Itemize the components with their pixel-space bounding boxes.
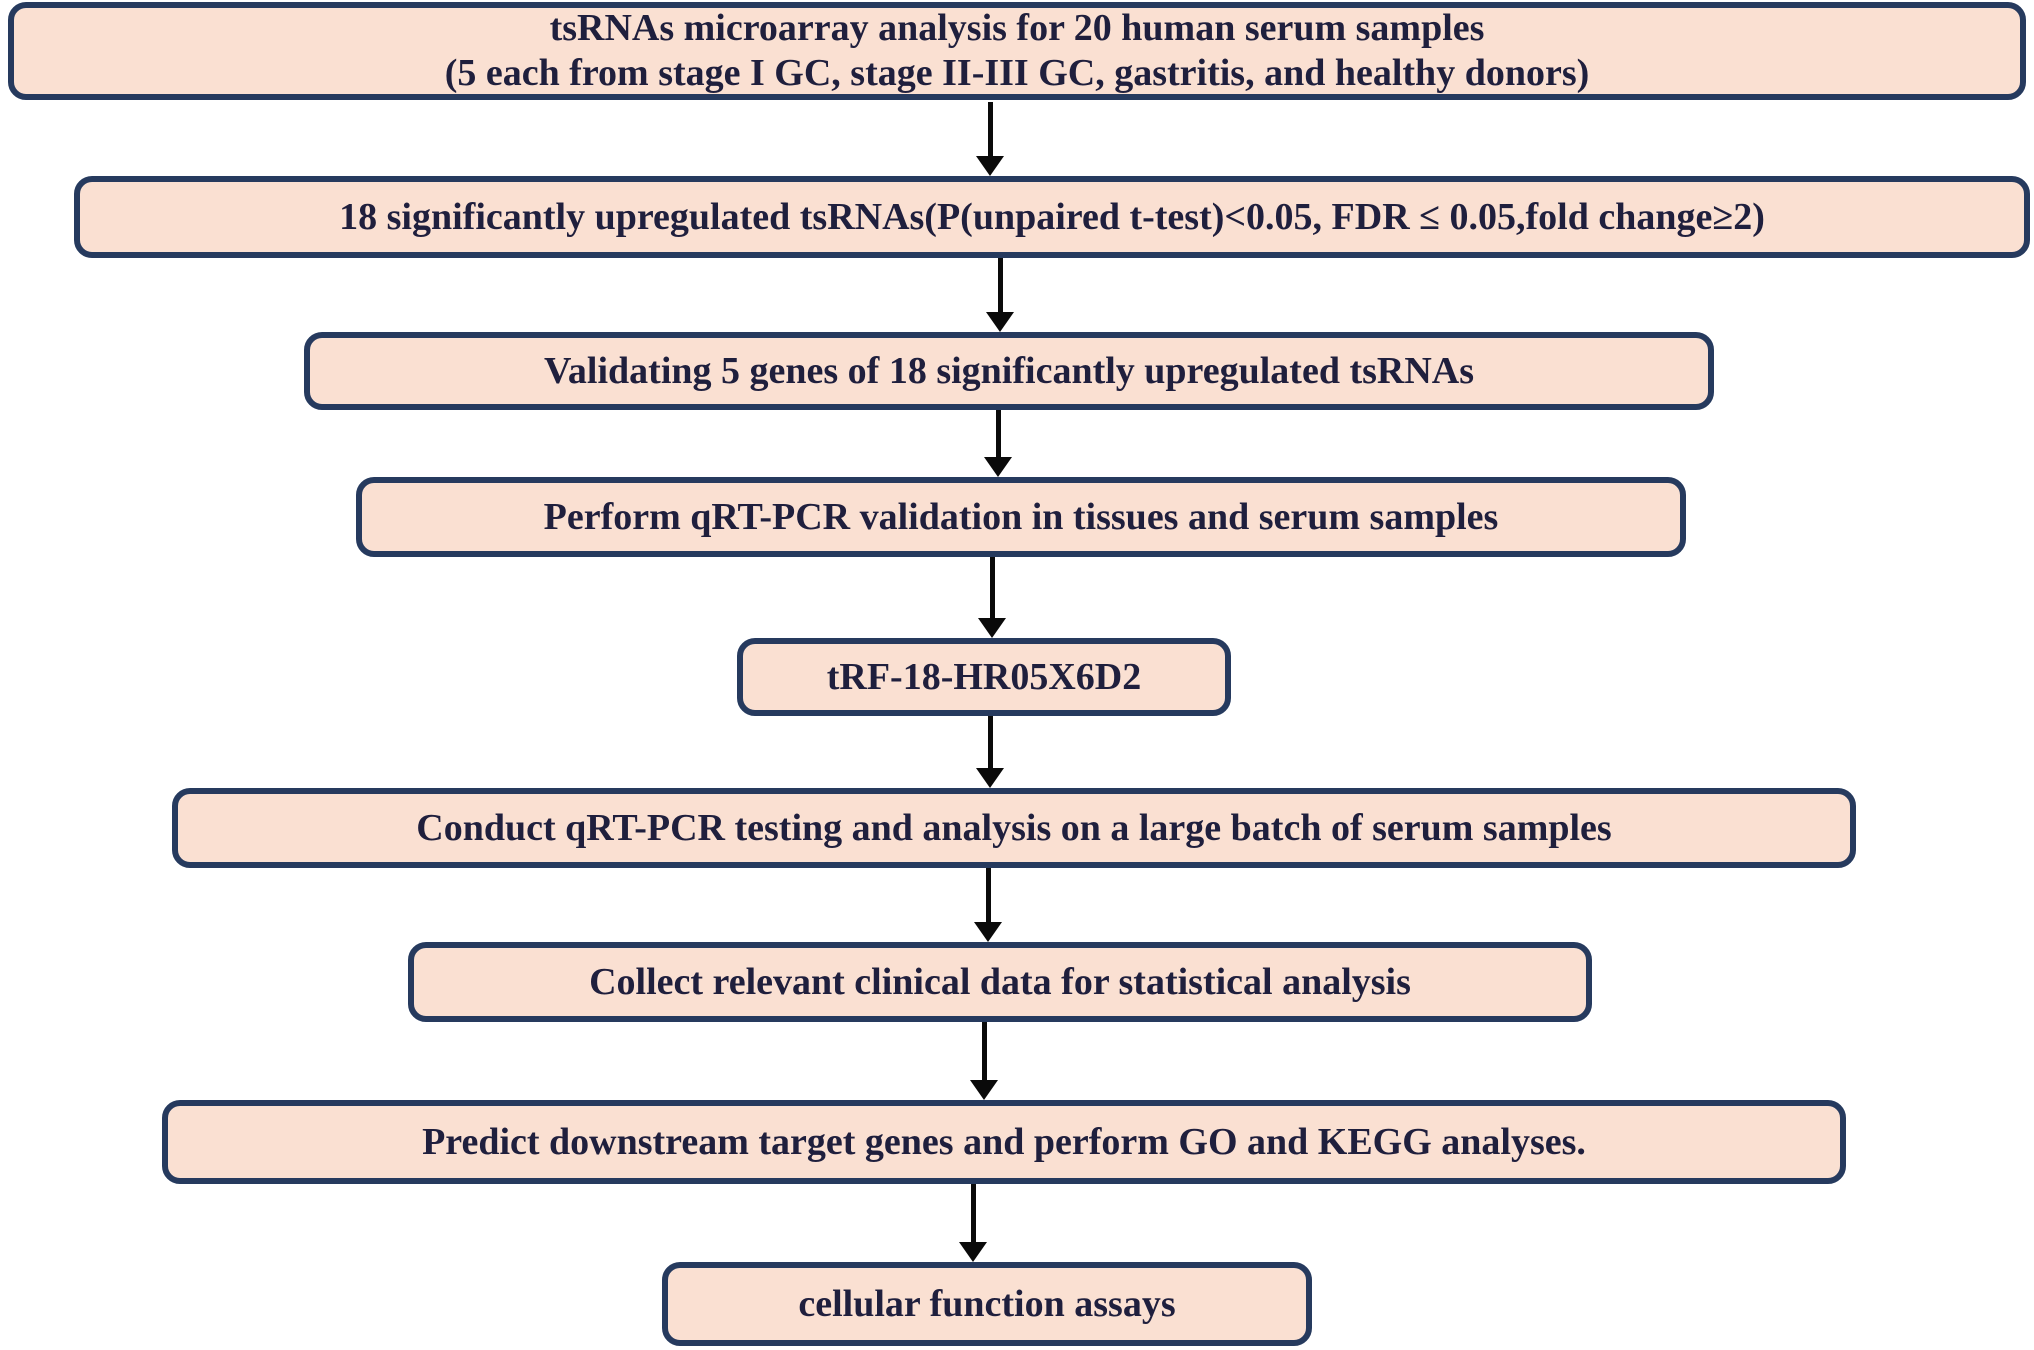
- step-text-line: Conduct qRT-PCR testing and analysis on …: [416, 806, 1612, 849]
- arrow-head-icon: [976, 768, 1004, 788]
- step-text-line: tsRNAs microarray analysis for 20 human …: [549, 7, 1485, 50]
- step-text-line: (5 each from stage I GC, stage II-III GC…: [444, 52, 1590, 94]
- arrow-head-icon: [986, 312, 1014, 332]
- flow-arrow-down-4: [977, 557, 1007, 638]
- step-text-line: cellular function assays: [798, 1282, 1176, 1325]
- arrow-head-icon: [978, 618, 1006, 638]
- step-text-line: Collect relevant clinical data for stati…: [589, 960, 1411, 1003]
- step-text-line: tRF-18-HR05X6D2: [826, 655, 1142, 698]
- flow-arrow-down-3: [983, 410, 1013, 477]
- step-text-line: Predict downstream target genes and perf…: [422, 1120, 1586, 1163]
- flow-arrow-down-8: [958, 1184, 988, 1262]
- arrow-shaft: [997, 258, 1003, 312]
- step-box-target-genes-go-kegg: Predict downstream target genes and perf…: [162, 1100, 1846, 1184]
- arrow-shaft: [981, 1022, 987, 1080]
- arrow-head-icon: [974, 922, 1002, 942]
- flow-arrow-down-2: [985, 258, 1015, 332]
- step-text-line: Validating 5 genes of 18 significantly u…: [543, 349, 1475, 392]
- arrow-shaft: [989, 557, 995, 618]
- arrow-shaft: [985, 868, 991, 922]
- arrow-head-icon: [959, 1242, 987, 1262]
- step-text-line: 18 significantly upregulated tsRNAs(P(un…: [339, 195, 1765, 238]
- arrow-head-icon: [984, 457, 1012, 477]
- flow-arrow-down-7: [969, 1022, 999, 1100]
- arrow-shaft: [970, 1184, 976, 1242]
- step-box-microarray-analysis: tsRNAs microarray analysis for 20 human …: [8, 2, 2026, 100]
- step-box-upregulated-tsrnas: 18 significantly upregulated tsRNAs(P(un…: [74, 176, 2030, 258]
- step-text-line: Perform qRT-PCR validation in tissues an…: [543, 495, 1499, 538]
- step-box-qrtpcr-large-batch: Conduct qRT-PCR testing and analysis on …: [172, 788, 1856, 868]
- flow-arrow-down-5: [975, 716, 1005, 788]
- step-box-validating-genes: Validating 5 genes of 18 significantly u…: [304, 332, 1714, 410]
- step-box-qrtpcr-validation: Perform qRT-PCR validation in tissues an…: [356, 477, 1686, 557]
- step-box-trf-candidate: tRF-18-HR05X6D2: [737, 638, 1231, 716]
- arrow-shaft: [995, 410, 1001, 457]
- arrow-head-icon: [976, 156, 1004, 176]
- arrow-shaft: [987, 716, 993, 768]
- arrow-head-icon: [970, 1080, 998, 1100]
- step-box-clinical-data: Collect relevant clinical data for stati…: [408, 942, 1592, 1022]
- flow-arrow-down-1: [975, 102, 1005, 176]
- arrow-shaft: [987, 102, 993, 156]
- flow-arrow-down-6: [973, 868, 1003, 942]
- step-box-cellular-function: cellular function assays: [662, 1262, 1312, 1346]
